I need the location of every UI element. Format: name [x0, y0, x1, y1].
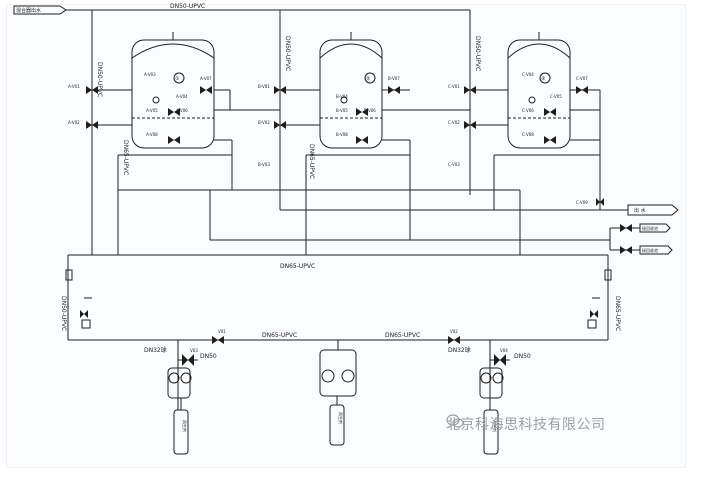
vessel-right-label: 再生剂 — [492, 420, 498, 432]
top-main-label: DN50-UPVC — [170, 3, 205, 10]
product-outlet-arrow — [627, 204, 679, 216]
tank-c-number: ③ — [541, 76, 545, 82]
valve-v02-label: V02 — [450, 329, 458, 334]
wechat-icon — [446, 414, 464, 428]
regen-main-label: DN65-UPVC — [280, 263, 315, 270]
bottom-right-label: DN65-UPVC — [385, 332, 420, 339]
valve-c-v09-label: C-V09 — [576, 200, 588, 205]
product-outlet-label: 出 水 — [634, 207, 646, 214]
valve-a-v02 — [86, 121, 98, 129]
inlet-arrow — [13, 5, 67, 15]
valve-v01-label: V01 — [218, 329, 226, 334]
valve-c-v01 — [464, 86, 476, 94]
valve-a-v02-label: A-V02 — [68, 120, 80, 125]
valve-b-v04-label: B-V04 — [336, 94, 348, 99]
valve-b-v01 — [274, 86, 286, 94]
tank-b — [319, 39, 383, 149]
left-meter-label: DN32球 — [144, 346, 167, 354]
left-branch-label: DN50 — [200, 353, 217, 360]
drain-2-label: 接回收池 — [642, 247, 658, 253]
watermark-text: 北京科海思科技有限公司 — [446, 417, 606, 433]
valve-c-v04-label: C-V04 — [522, 72, 534, 77]
vessel-middle-label: 再生剂 — [338, 412, 344, 424]
right-drop-label: DN65-UPVC — [614, 296, 621, 331]
valve-c-v02 — [464, 121, 476, 129]
valve-v04-label: V04 — [500, 348, 508, 353]
bottom-left-label: DN65-UPVC — [262, 332, 297, 339]
valve-c-v06-label: C-V06 — [522, 108, 534, 113]
valve-b-v05-label: B-V05 — [336, 108, 348, 113]
valve-c-v07-label: C-V07 — [576, 76, 588, 81]
valve-b-v02 — [274, 121, 286, 129]
valve-c-v05-label: C-V05 — [550, 94, 562, 99]
valves — [80, 86, 632, 366]
valve-a-v01-label: A-V01 — [68, 84, 80, 89]
riser-b-low-label: DN65-UPVC — [308, 144, 315, 179]
valve-b-v07-label: B-V07 — [388, 76, 400, 81]
valve-c-v02-label: C-V02 — [448, 120, 460, 125]
left-drop-label: DN50-UPVC — [60, 296, 67, 331]
valve-b-v06-label: B-V06 — [364, 108, 376, 113]
valve-v03-label: V03 — [190, 348, 198, 353]
riser-c-label: DN50-UPVC — [474, 36, 481, 71]
tank-a-number: ① — [175, 76, 180, 82]
riser-a-label: DN50-UPVC — [96, 62, 103, 97]
valve-a-v03-label: A-V03 — [144, 72, 156, 77]
valve-a-v06-label: A-V06 — [176, 108, 188, 113]
valve-b-v08-label: B-V08 — [336, 132, 348, 137]
valve-b-v02-label: B-V02 — [258, 120, 270, 125]
tank-b-number: ② — [366, 76, 371, 82]
valve-a-v07-label: A-V07 — [200, 76, 212, 81]
paper-frame — [6, 4, 686, 468]
drain-1-label: 接回收池 — [642, 225, 658, 231]
valve-b-v03-label: B-V03 — [258, 162, 270, 167]
vessel-left-label: 再生剂 — [182, 420, 188, 432]
right-meter-label: DN32球 — [448, 346, 471, 354]
vessel-middle — [329, 404, 345, 446]
valve-b-v01-label: B-V01 — [258, 84, 270, 89]
valve-c-v08-label: C-V08 — [522, 132, 534, 137]
valve-a-v05-label: A-V05 — [146, 108, 158, 113]
riser-a-low-label: DN65-UPVC — [122, 140, 129, 175]
watermark: 北京科海思科技有限公司 — [446, 414, 606, 434]
valve-c-v03-label: C-V03 — [448, 162, 460, 167]
tank-a — [131, 39, 215, 149]
valve-c-v01-label: C-V01 — [448, 84, 460, 89]
vessel-left — [173, 409, 189, 455]
vessel-right — [483, 409, 499, 455]
valve-a-v01 — [86, 86, 98, 94]
right-branch-label: DN50 — [514, 353, 531, 360]
inlet-label: 混合器出水 — [16, 7, 41, 14]
valve-a-v08-label: A-V08 — [146, 132, 158, 137]
valve-a-v04-label: A-V04 — [176, 94, 188, 99]
riser-b-label: DN50-UPVC — [284, 36, 291, 71]
